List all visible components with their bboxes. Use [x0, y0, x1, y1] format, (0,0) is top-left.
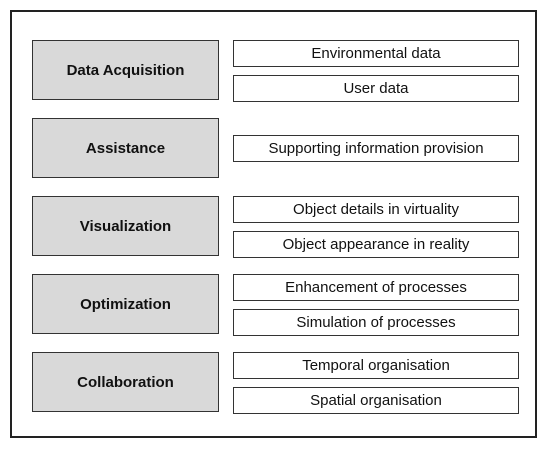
item-box: Simulation of processes	[233, 309, 519, 336]
category-row-visualization: Visualization Object details in virtuali…	[32, 196, 522, 258]
category-box: Collaboration	[32, 352, 219, 412]
category-box: Visualization	[32, 196, 219, 256]
category-row-optimization: Optimization Enhancement of processes Si…	[32, 274, 522, 336]
category-box: Assistance	[32, 118, 219, 178]
item-box: Environmental data	[233, 40, 519, 67]
category-row-data-acquisition: Data Acquisition Environmental data User…	[32, 40, 522, 102]
item-box: Object details in virtuality	[233, 196, 519, 223]
category-row-collaboration: Collaboration Temporal organisation Spat…	[32, 352, 522, 414]
item-box: Supporting information provision	[233, 135, 519, 162]
category-row-assistance: Assistance Supporting information provis…	[32, 118, 522, 178]
item-box: Enhancement of processes	[233, 274, 519, 301]
item-box: Object appearance in reality	[233, 231, 519, 258]
category-box: Optimization	[32, 274, 219, 334]
diagram-frame: Data Acquisition Environmental data User…	[10, 10, 537, 438]
item-box: User data	[233, 75, 519, 102]
item-box: Spatial organisation	[233, 387, 519, 414]
category-box: Data Acquisition	[32, 40, 219, 100]
item-box: Temporal organisation	[233, 352, 519, 379]
